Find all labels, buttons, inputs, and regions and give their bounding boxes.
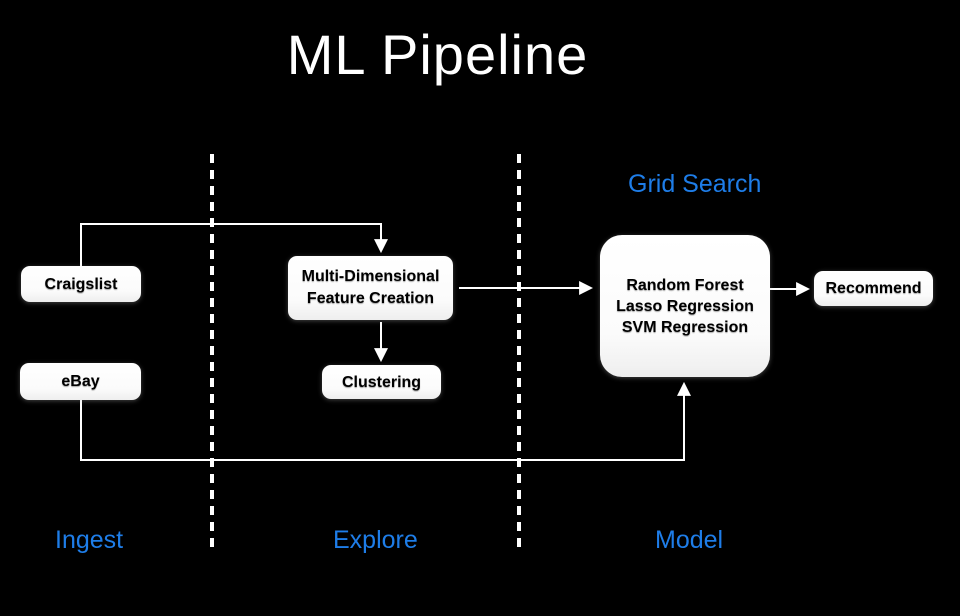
node-feature-creation-label-line1: Multi-Dimensional (301, 268, 440, 285)
arrow-craigslist-to-feature-creation (80, 223, 388, 266)
node-craigslist: Craigslist (21, 266, 141, 302)
stage-label-ingest: Ingest (55, 526, 124, 554)
stage-label-model: Model (655, 526, 724, 554)
node-ebay: eBay (20, 363, 141, 400)
node-models: Random Forest Lasso Regression SVM Regre… (600, 235, 770, 377)
arrow-ebay-to-models (80, 381, 691, 461)
node-recommend: Recommend (814, 271, 933, 306)
node-recommend-label: Recommend (825, 280, 922, 297)
node-craigslist-label: Craigslist (44, 275, 118, 293)
node-models-label-random-forest: Random Forest (626, 276, 744, 294)
node-clustering-label: Clustering (341, 373, 422, 391)
node-models-label-lasso-regression: Lasso Regression (616, 297, 754, 315)
stage-label-explore: Explore (333, 526, 418, 554)
grid-search-label: Grid Search (628, 170, 762, 198)
node-clustering: Clustering (322, 365, 441, 399)
node-ebay-label: eBay (61, 373, 100, 390)
node-feature-creation-label-line2: Feature Creation (306, 290, 435, 307)
node-feature-creation: Multi-Dimensional Feature Creation (288, 256, 453, 320)
page-title: ML Pipeline (286, 23, 589, 86)
node-models-label-svm-regression: SVM Regression (621, 318, 749, 336)
